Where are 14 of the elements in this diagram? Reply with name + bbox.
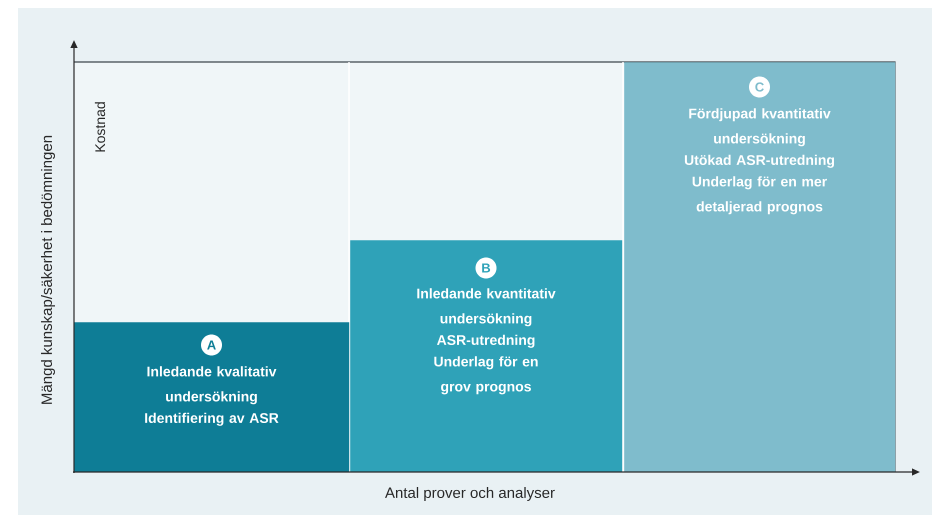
axis-label: Antal prover och analyser: [385, 487, 555, 501]
letter-badge: C: [749, 76, 770, 98]
letter-badge: B: [476, 258, 496, 278]
axis-label: Mängd kunskap/säkerhet i bedömningen: [41, 136, 55, 404]
axis-label: Kostnad: [94, 102, 106, 152]
bar-text: Underlag för en grov prognos: [434, 356, 538, 394]
bar-text: Underlag för en mer detaljerad prognos: [692, 176, 827, 214]
bar-text: Fördjupad kvantitativ undersökning: [689, 108, 831, 146]
bar-text: Identifiering av ASR: [145, 412, 278, 426]
bar-text: ASR-utredning: [436, 334, 534, 348]
bar-text: Inledande kvalitativ undersökning: [147, 366, 276, 404]
bar-text: Utökad ASR-utredning: [684, 154, 834, 168]
bar-text: Inledande kvantitativ undersökning: [417, 288, 556, 326]
letter-badge: A: [201, 334, 222, 356]
